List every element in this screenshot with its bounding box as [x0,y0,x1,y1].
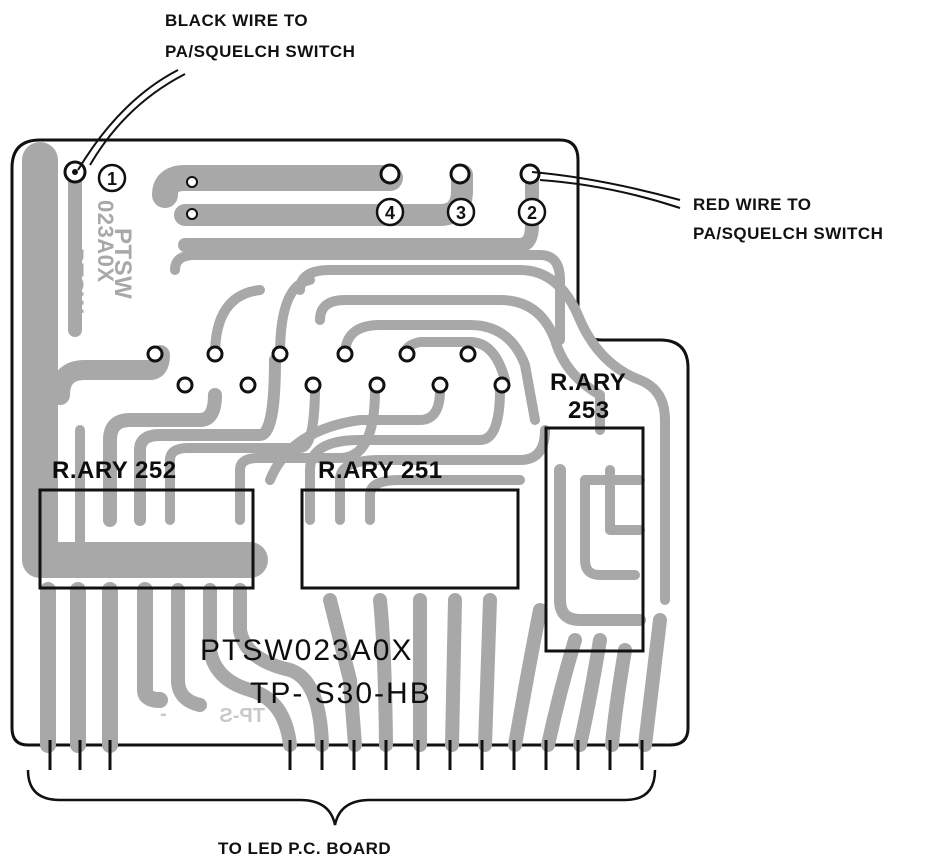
mirrored-side-text: PTSW [109,228,136,299]
copper-traces [22,142,670,753]
finger-trace-6 [203,583,297,752]
red-wire-outer [539,179,681,209]
finger-trace-15 [573,633,607,752]
mirrored-part-suffix-vertical: 023A0X [93,200,118,283]
pad [186,208,198,220]
pad [449,163,471,185]
finger-trace-17 [638,613,667,752]
finger-trace-9 [373,593,393,752]
pad-label-4: 4 [385,203,395,223]
top-trace-4 [170,250,565,345]
mirrored-bottom-text: TP-S [219,705,265,727]
black-wire-outer [89,73,186,166]
top-trace-1 [152,165,403,208]
pad [146,345,164,363]
red-wire-label-line1: RED WIRE TO [693,195,812,214]
relay-253-trace-3 [605,465,645,535]
mid-trace-15 [210,285,265,360]
relay-253-outline [544,426,645,653]
relay-252-outline [38,488,255,590]
connector-pins [48,740,644,770]
finger-trace-11 [445,593,462,752]
mid-trace-10 [365,475,525,525]
finger-trace-12 [478,593,497,752]
pad [493,376,511,394]
pad-marker-3 [446,197,476,227]
pad [271,345,289,363]
finger-trace-5 [171,583,207,712]
pad-label-1: 1 [107,169,117,189]
relay-253-label-line2: 253 [568,397,610,424]
pad-marker-1 [97,163,127,193]
relay-251-outline [300,488,520,590]
pad [206,345,224,363]
board-part-number: PTSW023A0X [200,634,413,667]
mid-trace-5 [165,380,320,525]
mid-trace-8 [305,385,505,525]
pad [368,376,386,394]
mid-trace-4 [134,354,281,526]
mirrored-dash: - [160,703,167,725]
black-wire-label-line1: BLACK WIRE TO [165,11,308,30]
pad [176,376,194,394]
mid-trace-7 [265,385,445,485]
pad [519,163,541,185]
finger-trace-8 [323,593,362,752]
black-wire [77,69,179,171]
relay-253-trace-2 [580,475,640,580]
pad [336,345,354,363]
mid-trace-12 [315,295,605,435]
pad [304,376,322,394]
mid-trace-13 [340,320,540,425]
finger-trace-16 [605,643,632,752]
finger-trace-4 [137,582,168,708]
pad [459,345,477,363]
mirrored-part-prefix: PTSW [109,228,136,299]
relay-252-label: R.ARY 252 [52,457,177,484]
relay-251-label: R.ARY 251 [318,457,443,484]
mid-trace-16 [275,275,315,360]
pad [398,345,416,363]
relay-253-label-line1: R.ARY [550,369,626,396]
pad-number-markers: 1 4 3 2 [97,163,547,227]
bottom-brace [26,769,657,826]
finger-trace-13 [508,603,547,752]
red-wire [531,171,681,201]
black-wire-label-line2: PA/SQUELCH SWITCH [165,42,355,61]
relay-253-trace-1 [554,464,646,626]
finger-trace-7 [233,583,329,752]
pad-marker-4 [375,197,405,227]
mid-trace-11 [295,265,670,605]
mid-trace-1 [50,345,170,405]
pad [379,163,401,185]
mid-trace-3 [103,388,222,527]
pad-label-2: 2 [527,203,537,223]
mid-trace-9 [335,425,550,525]
pad-label-3: 3 [456,203,466,223]
board-model: TP- S30-HB [250,677,432,710]
pad-marker-2 [517,197,547,227]
red-wire-label-line2: PA/SQUELCH SWITCH [693,224,883,243]
bottom-callout-label: TO LED P.C. BOARD [218,839,391,858]
pad [239,376,257,394]
pad [186,176,198,188]
mirrored-part-prefix-vertical: PTSW [63,248,88,314]
pad [431,376,449,394]
